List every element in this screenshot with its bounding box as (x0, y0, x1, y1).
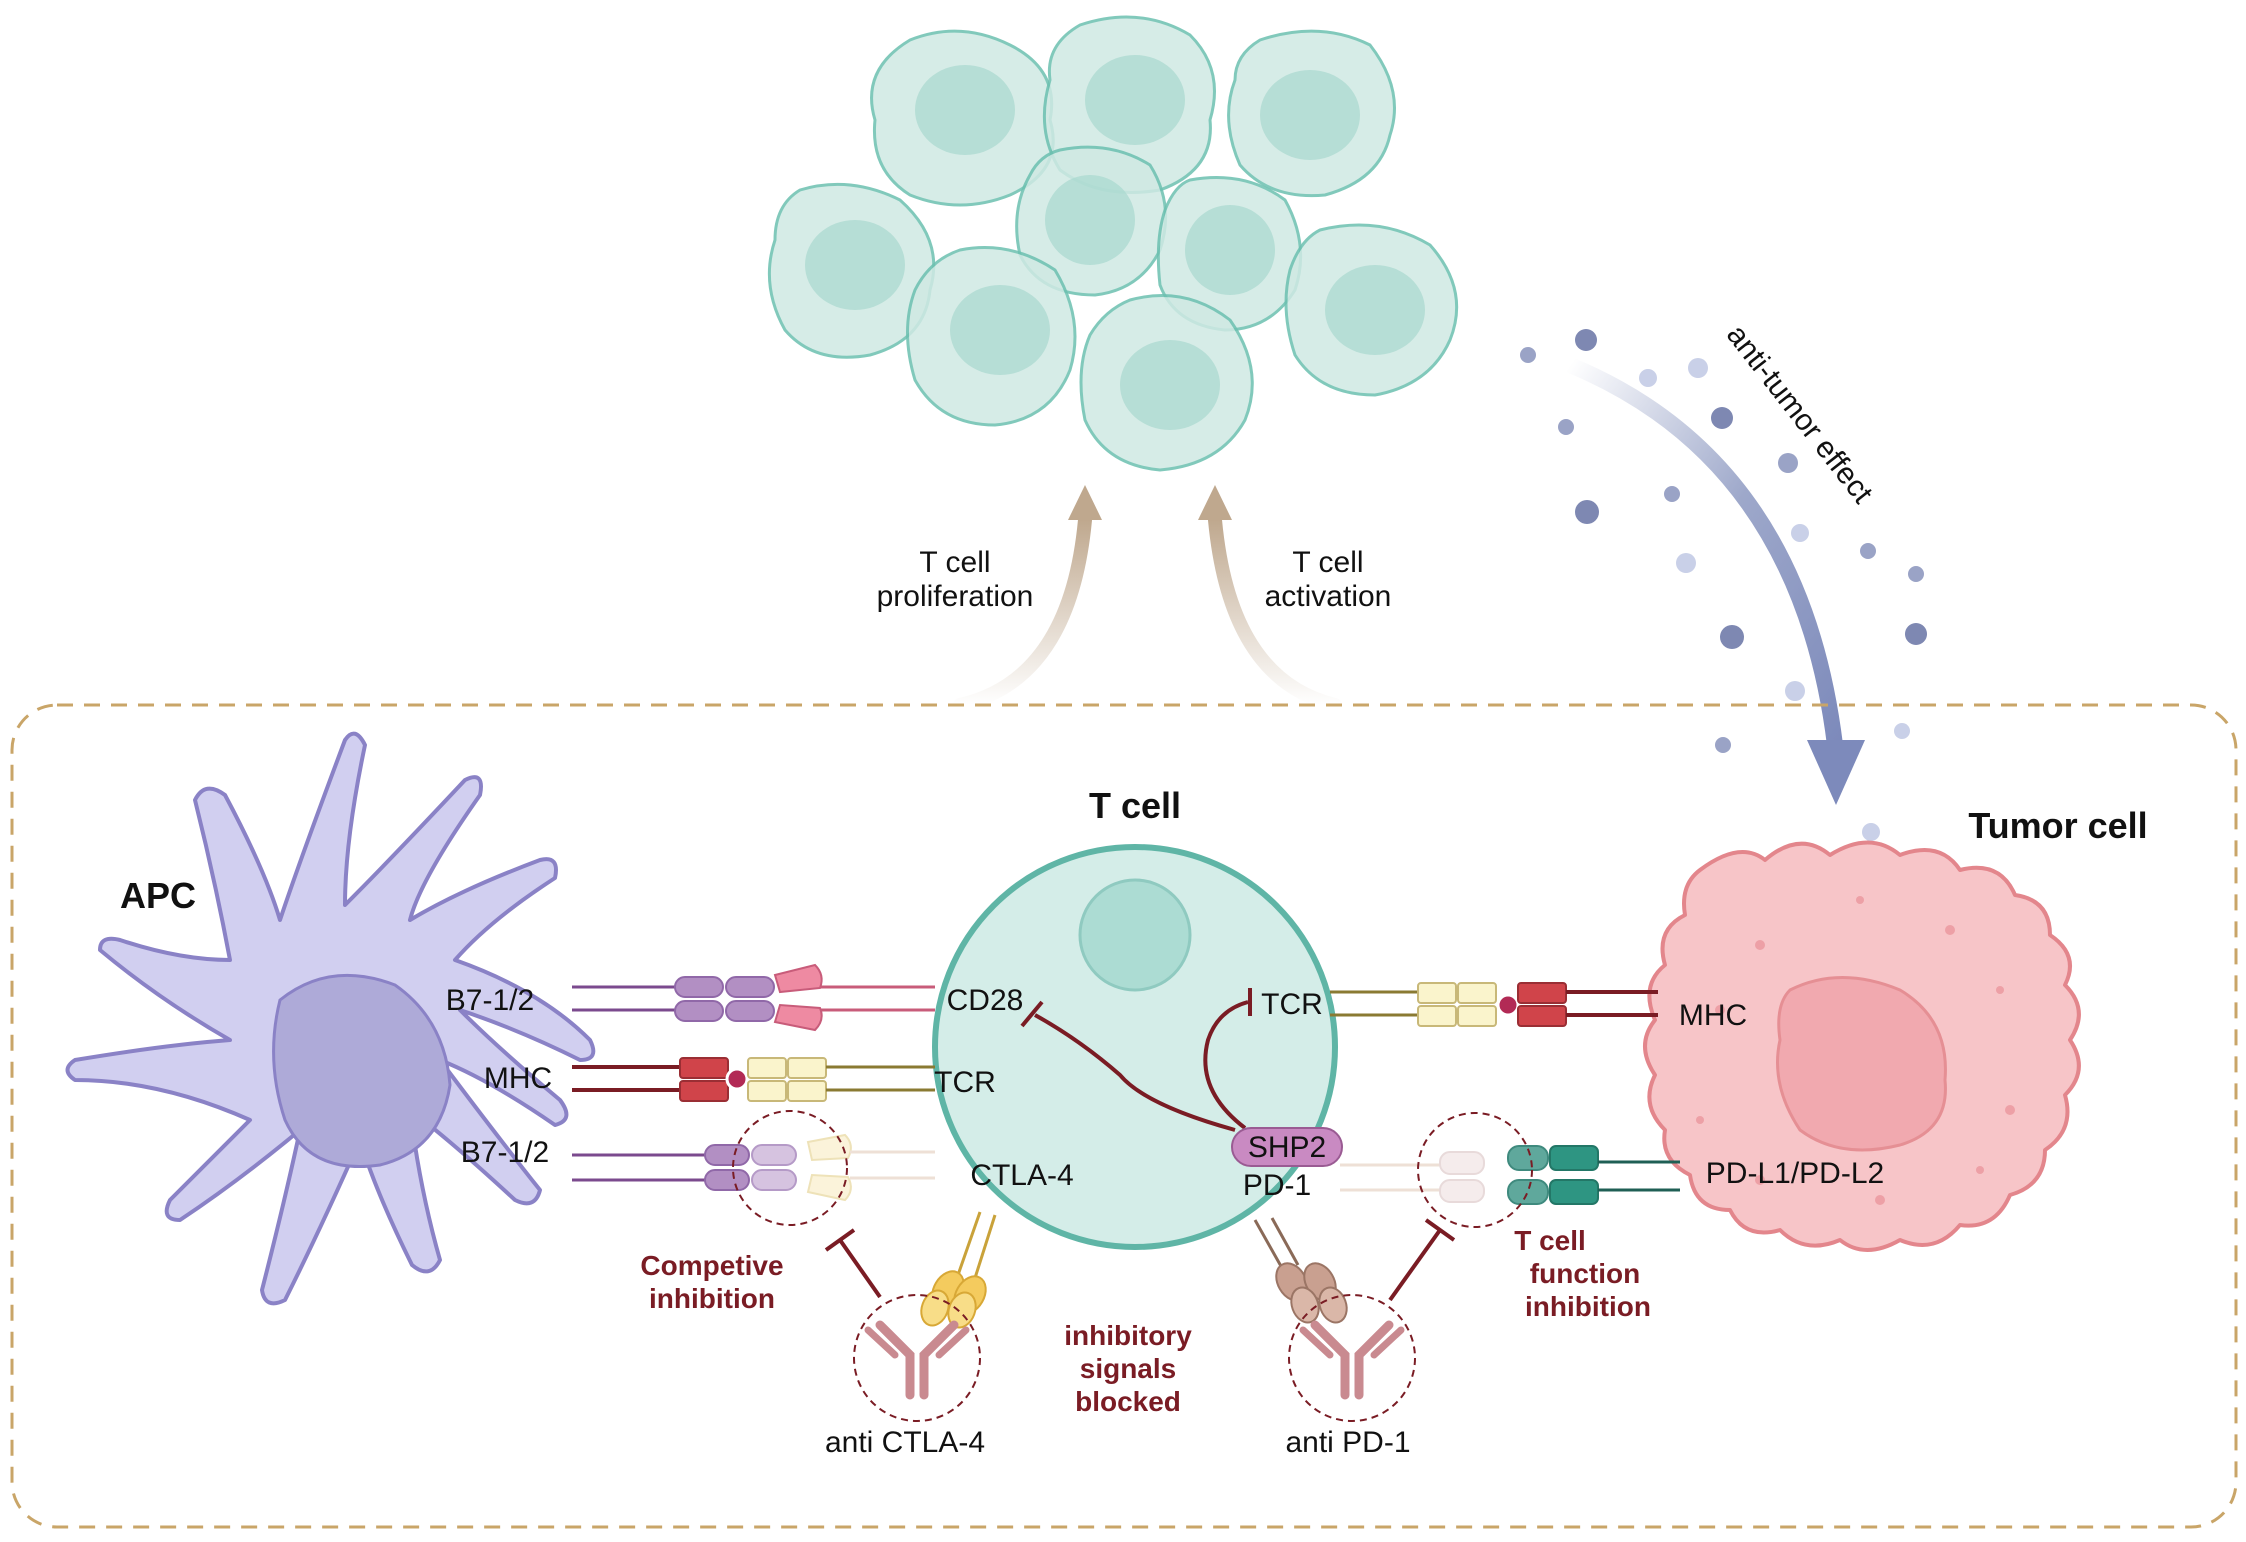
label-tfunc-1: T cell (1514, 1225, 1586, 1256)
prolif-cell (1227, 29, 1396, 198)
label-tcr-left: TCR (934, 1066, 996, 1099)
proliferated-tcell-cluster (767, 15, 1459, 472)
label-tumor-cell: Tumor cell (1968, 805, 2147, 846)
prolif-cell (870, 29, 1055, 207)
label-anti-pd1: anti PD-1 (1285, 1426, 1410, 1459)
prolif-cell (1156, 176, 1303, 332)
tcr-mhc-right-complex (1330, 982, 1658, 1027)
label-apc: APC (120, 875, 196, 916)
label-shp2: SHP2 (1248, 1131, 1326, 1164)
anti-tumor-arrow (1562, 357, 1865, 805)
label-tfunc-2: function (1530, 1258, 1640, 1289)
shp2-badge: SHP2 (1231, 1127, 1343, 1167)
label-tcr-right: TCR (1261, 988, 1323, 1021)
prolif-cell (1015, 145, 1168, 297)
label-activ-1: T cell (1292, 546, 1363, 579)
b7-ctla4-complex (572, 1110, 935, 1226)
cytokine-particles (1520, 329, 1927, 841)
label-b7-top: B7-1/2 (446, 984, 534, 1017)
prolif-cell (767, 182, 936, 359)
label-pdl: PD-L1/PD-L2 (1706, 1157, 1884, 1190)
apc-cell (65, 731, 596, 1306)
label-pd1: PD-1 (1243, 1169, 1311, 1202)
label-anti-ctla4: anti CTLA-4 (825, 1426, 985, 1459)
pd1-receptor-bound (1253, 1217, 1348, 1324)
label-inhib-1: inhibitory (1064, 1320, 1192, 1351)
label-tfunc-3: inhibition (1525, 1291, 1651, 1322)
label-inhib-3: blocked (1075, 1386, 1181, 1417)
competive-inhibition-line (824, 1228, 882, 1299)
anti-pd1-antibody (1288, 1294, 1416, 1422)
label-competive-2: inhibition (649, 1283, 775, 1314)
label-b7-bottom: B7-1/2 (461, 1136, 549, 1169)
mhc-tcr-left-complex (572, 1057, 935, 1102)
b7-cd28-complex (572, 963, 935, 1032)
label-mhc-right: MHC (1679, 999, 1747, 1032)
prolif-cell (906, 246, 1077, 427)
label-cd28: CD28 (947, 984, 1024, 1017)
pd1-pdl-complex (1340, 1112, 1680, 1228)
label-mhc-left: MHC (484, 1062, 552, 1095)
prolif-cell (1284, 223, 1459, 397)
tumor-cell (1643, 840, 2081, 1252)
ctla4-receptor-bound (920, 1211, 997, 1329)
label-inhib-2: signals (1080, 1353, 1176, 1384)
label-prolif-2: proliferation (877, 580, 1034, 613)
label-prolif-1: T cell (919, 546, 990, 579)
label-competive-1: Competive (640, 1250, 783, 1281)
tcell-function-inhibition-line (1388, 1218, 1456, 1302)
label-t-cell: T cell (1089, 785, 1181, 826)
proliferation-arrow (953, 485, 1102, 712)
shp2-inhibition-lines (1020, 988, 1252, 1132)
activation-arrow (1198, 485, 1342, 712)
prolif-cell (1079, 294, 1254, 472)
synapse-box (10, 703, 2238, 1529)
label-ctla4: CTLA-4 (970, 1159, 1073, 1192)
label-anti-tumor: anti-tumor effect (1720, 319, 1880, 510)
label-activ-2: activation (1265, 580, 1392, 613)
anti-ctla4-antibody (853, 1294, 981, 1422)
